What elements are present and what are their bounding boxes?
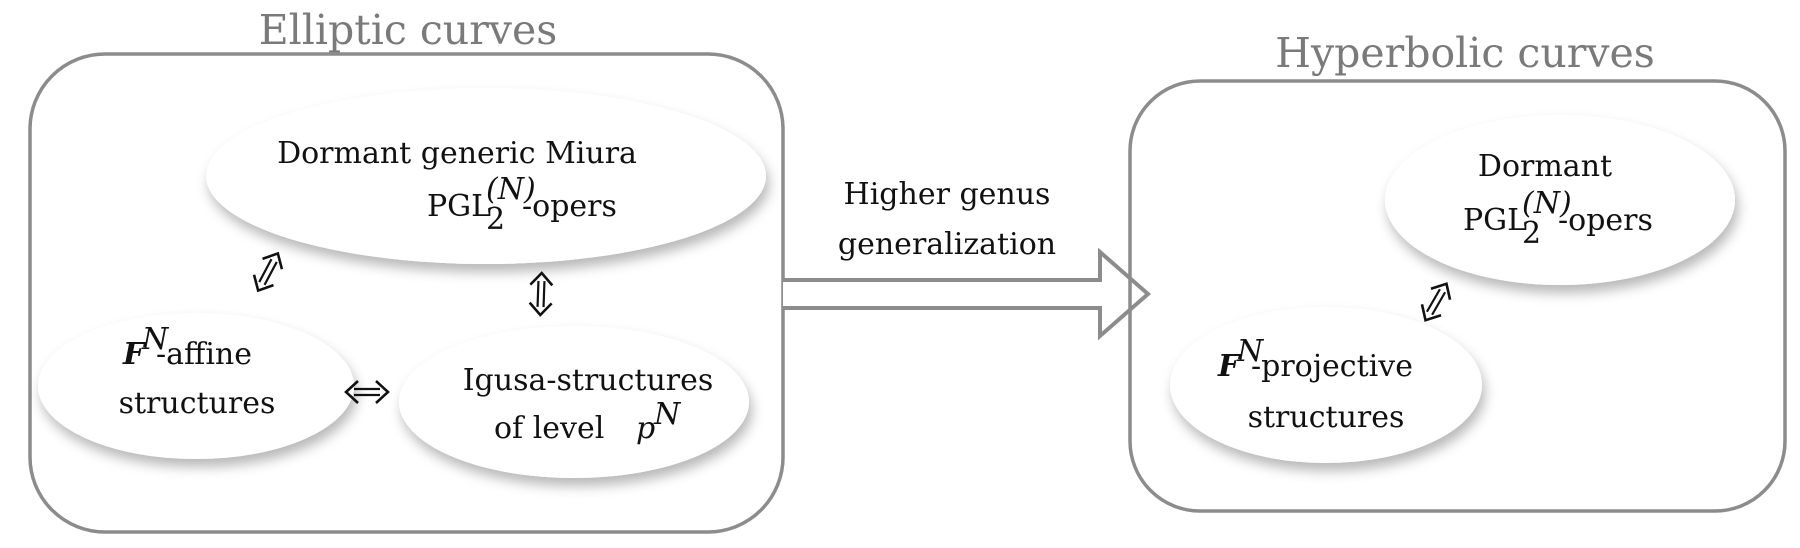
connector-line2: generalization xyxy=(838,227,1056,262)
miura-opers-line1: Dormant generic Miura xyxy=(277,136,637,171)
dormant-opers-pgl-base: PGL xyxy=(1463,203,1527,238)
hyperbolic-curves-frame xyxy=(1128,79,1787,513)
projective-line1-suffix: -projective xyxy=(1251,349,1413,384)
elliptic-curves-title: Elliptic curves xyxy=(259,6,558,54)
affine-structures-node: F N -affine structures xyxy=(38,313,354,459)
double-headed-arrow-icon xyxy=(252,251,284,293)
miura-opers-pgl-sub: 2 xyxy=(486,202,505,237)
igusa-p: p xyxy=(636,411,655,446)
igusa-line2-prefix: of level xyxy=(494,411,614,446)
miura-opers-pgl-suffix: -opers xyxy=(522,189,617,224)
affine-line1-suffix: -affine xyxy=(156,337,252,372)
igusa-p-sup: N xyxy=(653,397,682,432)
dormant-opers-pgl-sub: 2 xyxy=(1522,216,1541,251)
miura-opers-pgl-base: PGL xyxy=(427,189,491,224)
double-headed-arrow-icon xyxy=(528,271,554,317)
double-headed-arrow-icon xyxy=(1420,282,1452,322)
hollow-right-arrow-icon xyxy=(783,247,1152,341)
affine-F: F xyxy=(122,337,147,372)
elliptic-curves-panel: Elliptic curves Dormant generic Miura PG… xyxy=(28,6,785,534)
miura-opers-pgl-sup: (N) xyxy=(486,172,536,207)
projective-F: F xyxy=(1217,349,1242,384)
hyperbolic-curves-panel: Hyperbolic curves Dormant PGL 2 (N) -ope… xyxy=(1128,29,1787,513)
generalization-arrow: Higher genus generalization xyxy=(783,177,1152,341)
hyperbolic-curves-title: Hyperbolic curves xyxy=(1275,29,1655,77)
dormant-opers-pgl-sup: (N) xyxy=(1522,186,1572,221)
projective-line2: structures xyxy=(1248,400,1405,435)
dormant-opers-ellipse xyxy=(1385,115,1735,285)
connector-line1: Higher genus xyxy=(844,177,1051,212)
igusa-structures-ellipse xyxy=(399,326,749,478)
affine-F-sup: N xyxy=(141,322,170,357)
dormant-opers-line1: Dormant xyxy=(1478,149,1612,184)
projective-structures-ellipse xyxy=(1170,307,1482,463)
projective-F-sup: N xyxy=(1236,334,1265,369)
miura-opers-node: Dormant generic Miura PGL 2 (N) -opers xyxy=(206,88,766,264)
projective-structures-node: F N -projective structures xyxy=(1170,307,1482,463)
dormant-opers-node: Dormant PGL 2 (N) -opers xyxy=(1385,115,1735,285)
igusa-line1: Igusa-structures xyxy=(463,363,714,398)
miura-opers-ellipse xyxy=(206,88,766,264)
affine-structures-ellipse xyxy=(38,313,354,459)
double-headed-arrow-icon xyxy=(344,380,390,404)
dormant-opers-pgl-suffix: -opers xyxy=(1558,203,1653,238)
affine-line2: structures xyxy=(119,386,276,421)
igusa-structures-node: Igusa-structures of level p N xyxy=(399,326,749,478)
